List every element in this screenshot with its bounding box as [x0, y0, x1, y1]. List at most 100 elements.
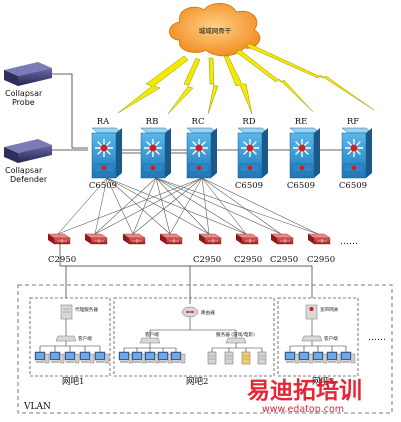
pc-icon: [79, 351, 95, 364]
pc-icon: [170, 351, 186, 364]
router-model-label: C6509: [235, 181, 263, 191]
access-switch-icon: [159, 233, 183, 245]
lightning-icon: [207, 57, 219, 115]
client-label: 客户端: [324, 335, 338, 342]
router-label: RB: [146, 117, 159, 127]
access-switch-icon: [235, 233, 259, 245]
pc-icon: [284, 351, 300, 364]
defender-label-line2: Defender: [10, 175, 48, 184]
lightning-icon: [223, 55, 253, 115]
pc-icon: [312, 351, 328, 364]
server-icon: [224, 351, 234, 365]
cafe-switch-icon: [55, 335, 77, 342]
collapsar-defender: Collapsar Defender: [4, 139, 52, 184]
core-routers: RA C6509 RB RC RD C6509 RE C6509 RF C6509: [89, 117, 373, 191]
server-label: 服务器 (游戏/电影): [216, 331, 255, 338]
pc-icon: [34, 351, 50, 364]
vlan-label: VLAN: [23, 402, 51, 412]
proxy-server-icon: [60, 304, 73, 320]
media-server-icon: [241, 351, 251, 365]
switch-ellipsis: ……: [340, 237, 358, 247]
switch-star-icon: [293, 139, 311, 157]
lightning-icon: [117, 55, 189, 114]
pc-icon: [64, 351, 80, 364]
router-label: RF: [347, 117, 359, 127]
watermark: 易迪拓培训 www.edatop.com: [247, 377, 362, 415]
pc-icon: [298, 351, 314, 364]
switch-star-icon: [345, 139, 363, 157]
router-label: RE: [295, 117, 308, 127]
access-switch-icon: [270, 233, 294, 245]
vlan-boundary: [17, 284, 393, 414]
switch-model: C2950: [234, 255, 262, 265]
pc-icon: [118, 351, 134, 364]
server-icon: [257, 351, 267, 365]
switch-star-icon: [241, 139, 259, 157]
cafe-1: 代理服务器 客户端 网吧1: [29, 297, 111, 387]
client-label: 客户端: [145, 331, 159, 338]
collapsar-probe: Collapsar Probe: [4, 62, 52, 107]
cafe-3-label: 网吧3: [312, 377, 334, 387]
cafe-2: 路由器 客户端 服务器 (游戏/电影): [113, 297, 275, 387]
switch-star-icon: [190, 139, 208, 157]
cafe-1-label: 网吧1: [62, 377, 84, 387]
proxy-server-label: 代理服务器: [75, 306, 98, 313]
cloud-shape: [169, 3, 261, 57]
core-router: RB: [140, 117, 172, 179]
router-switch-links: [57, 149, 342, 235]
core-router: RE C6509: [287, 117, 321, 191]
cafe-switch-icon: [139, 337, 161, 344]
switch-model: C2950: [270, 255, 298, 265]
gateway-label: 宽带网关: [320, 306, 339, 313]
access-switch-icon: [84, 233, 108, 245]
switch-star-icon: [144, 139, 162, 157]
appliance-icon: [4, 139, 52, 153]
appliance-icon: [4, 62, 52, 76]
lightning-icon: [167, 57, 201, 115]
pc-icon: [157, 351, 173, 364]
switch-model: C2950: [307, 255, 335, 265]
cafe-switch-icon: [225, 337, 247, 344]
router-label: RC: [192, 117, 205, 127]
client-label: 客户端: [78, 335, 92, 342]
access-switch-icon: [47, 233, 71, 245]
access-switches: [47, 233, 331, 245]
core-router: RC: [186, 117, 218, 179]
pc-icon: [326, 351, 342, 364]
switch-star-icon: [95, 139, 113, 157]
core-router: RF C6509: [339, 117, 373, 191]
router-model-label: C6509: [339, 181, 367, 191]
access-switch-icon: [307, 233, 331, 245]
router-label: RD: [242, 117, 255, 127]
pc-icon: [49, 351, 65, 364]
core-router: RA C6509: [89, 117, 123, 191]
cafe-2-label: 网吧2: [186, 377, 208, 387]
cafe-3: 宽带网关 客户端 网吧3: [277, 297, 359, 387]
cafe-switch-icon: [301, 335, 323, 342]
switch-model: C2950: [193, 255, 221, 265]
router-label: 路由器: [201, 309, 215, 316]
appliance-links: [52, 73, 88, 151]
router-model-label: C6509: [287, 181, 315, 191]
lightning-icon: [245, 43, 375, 111]
router-model-label: C6509: [89, 181, 117, 191]
broadband-gateway-icon: [305, 304, 318, 320]
pc-icon: [131, 351, 147, 364]
access-switch-icon: [122, 233, 146, 245]
cloud-label: 城域网骨干: [199, 26, 232, 35]
uplink-bolts: [117, 43, 375, 115]
pc-icon: [340, 351, 356, 364]
watermark-url: www.edatop.com: [262, 404, 344, 415]
metro-backbone-cloud: 城域网骨干: [169, 3, 261, 57]
probe-label-line2: Probe: [12, 98, 35, 107]
defender-label-line1: Collapsar: [5, 166, 43, 175]
switch-model-left: C2950: [48, 255, 76, 265]
router-label: RA: [97, 117, 110, 127]
probe-label-line1: Collapsar: [5, 89, 43, 98]
lightning-icon: [235, 49, 314, 113]
cafe-ellipsis: ……: [368, 333, 386, 343]
access-switch-icon: [198, 233, 222, 245]
router-icon: [181, 306, 199, 318]
cafe-uplinks: [59, 244, 313, 304]
